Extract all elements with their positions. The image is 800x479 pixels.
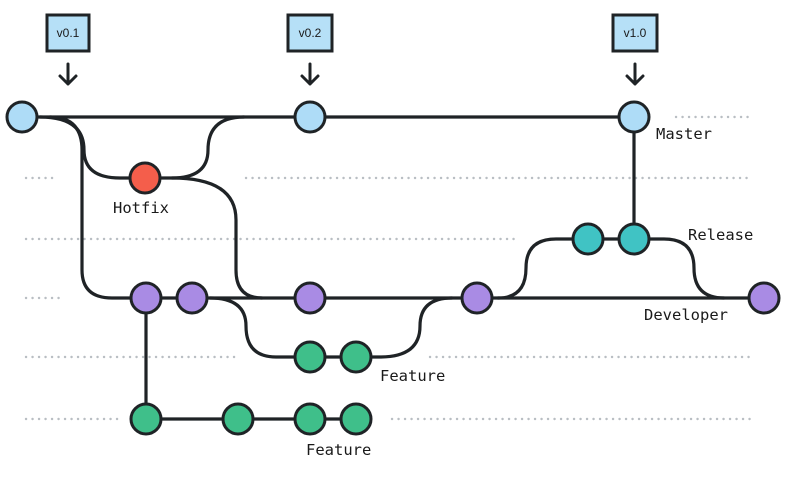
commit-node — [128, 161, 162, 195]
down-arrow-icon — [58, 62, 78, 86]
tag-box — [611, 13, 659, 53]
commit-node — [617, 222, 651, 256]
lane-guides — [24, 115, 754, 421]
commit-node — [339, 340, 373, 374]
commit-node — [293, 281, 327, 315]
master-commits — [5, 100, 651, 134]
lane-label-release: Release — [688, 226, 753, 244]
feature-a-line — [208, 296, 454, 359]
down-arrow-icon — [300, 62, 320, 86]
commit-node — [747, 281, 781, 315]
lane-label-feature-b: Feature — [306, 441, 371, 459]
commit-node — [293, 340, 327, 374]
commit-node — [175, 281, 209, 315]
commit-node — [339, 402, 373, 436]
down-arrow-icon — [625, 62, 645, 86]
commit-node — [293, 402, 327, 436]
commit-node — [293, 100, 327, 134]
release-line — [496, 237, 726, 300]
hotfix-commits — [128, 161, 162, 195]
commit-node — [5, 100, 39, 134]
lane-label-developer: Developer — [644, 306, 728, 324]
developer-commits — [129, 281, 781, 315]
commit-node — [129, 281, 163, 315]
commit-node — [129, 402, 163, 436]
commit-node — [571, 222, 605, 256]
tag-label: v0.2 — [299, 26, 322, 40]
lane-label-hotfix: Hotfix — [113, 199, 169, 217]
feature-b-commits — [129, 402, 373, 436]
lane-label-feature-a: Feature — [380, 367, 445, 385]
feature-a-commits — [293, 340, 373, 374]
developer-start-line — [48, 115, 148, 300]
tag-label: v0.1 — [57, 26, 80, 40]
tag-label: v1.0 — [624, 26, 647, 40]
lane-label-master: Master — [656, 125, 712, 143]
commit-node — [617, 100, 651, 134]
hotfix-to-developer-line — [170, 176, 264, 300]
version-tag-v10: v1.0 — [611, 13, 659, 86]
commit-node — [460, 281, 494, 315]
tag-box — [286, 13, 334, 53]
release-commits — [571, 222, 651, 256]
version-tag-v02: v0.2 — [286, 13, 334, 86]
commit-node — [221, 402, 255, 436]
tag-box — [45, 13, 91, 53]
version-tag-v01: v0.1 — [45, 13, 91, 86]
